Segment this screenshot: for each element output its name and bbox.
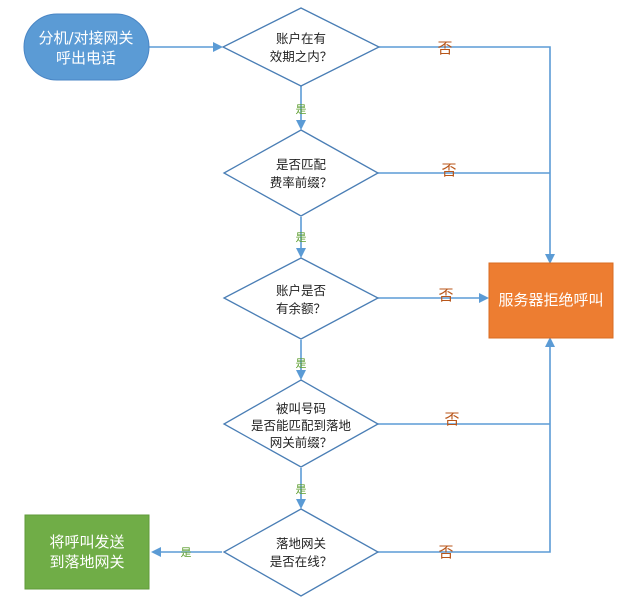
no-label-d3: 否 — [438, 286, 453, 304]
decision-gateway-prefix-line3: 网关前缀？ — [270, 435, 333, 450]
yes-label-d2: 是 — [296, 231, 307, 244]
decision-account-validity-line1: 账户在有 — [276, 31, 326, 46]
decision-balance-line2: 有余额？ — [276, 301, 326, 316]
decision-account-validity: 账户在有 效期之内？ — [221, 7, 381, 87]
reject-node-shape — [488, 262, 614, 339]
reject-node: 服务器拒绝呼叫 — [488, 262, 614, 339]
yes-label-d3: 是 — [296, 357, 307, 370]
decision-balance-shape — [222, 257, 380, 340]
start-node-label-line2: 呼出电话 — [56, 49, 116, 67]
yes-label-d4: 是 — [296, 483, 307, 496]
connector-d1-no — [379, 46, 555, 264]
decision-gateway-prefix-line2: 是否能匹配到落地 — [251, 418, 352, 433]
send-node-shape — [24, 514, 150, 590]
start-node-shape — [23, 13, 150, 81]
yes-label-d5: 是 — [181, 546, 192, 559]
decision-gateway-prefix: 被叫号码 是否能匹配到落地 网关前缀？ — [222, 379, 380, 468]
no-label-d4: 否 — [444, 410, 459, 428]
decision-gateway-online-line2: 是否在线？ — [270, 554, 333, 569]
decision-gateway-online-line1: 落地网关 — [276, 536, 326, 551]
connectors — [149, 42, 555, 557]
decision-account-validity-line2: 效期之内？ — [270, 49, 333, 64]
decision-balance-line1: 账户是否 — [276, 283, 326, 298]
decision-balance: 账户是否 有余额？ — [222, 257, 380, 340]
connector-d5-no — [378, 337, 555, 553]
decision-account-validity-shape — [221, 7, 381, 87]
decision-rate-prefix-shape — [222, 129, 380, 217]
decision-gateway-prefix-shape — [222, 379, 380, 468]
send-node-label-line2: 到落地网关 — [49, 553, 124, 571]
no-label-d2: 否 — [441, 161, 456, 179]
decision-gateway-online: 落地网关 是否在线？ — [222, 508, 380, 597]
decision-gateway-online-shape — [222, 508, 380, 597]
send-node-label-line1: 将呼叫发送 — [49, 533, 124, 551]
decision-rate-prefix: 是否匹配 费率前缀？ — [222, 129, 380, 217]
yes-labels: 是 是 是 是 是 — [181, 103, 307, 559]
decision-rate-prefix-line2: 费率前缀？ — [270, 175, 333, 190]
start-node: 分机/对接网关 呼出电话 — [23, 13, 150, 81]
no-label-d5: 否 — [438, 543, 453, 561]
no-labels: 否 否 否 否 否 — [437, 39, 459, 561]
send-node: 将呼叫发送 到落地网关 — [24, 514, 150, 590]
yes-label-d1: 是 — [296, 103, 307, 116]
no-label-d1: 否 — [437, 39, 452, 57]
reject-node-label: 服务器拒绝呼叫 — [498, 291, 603, 309]
start-node-label-line1: 分机/对接网关 — [38, 29, 133, 47]
decision-gateway-prefix-line1: 被叫号码 — [276, 401, 326, 416]
decision-rate-prefix-line1: 是否匹配 — [276, 157, 327, 172]
